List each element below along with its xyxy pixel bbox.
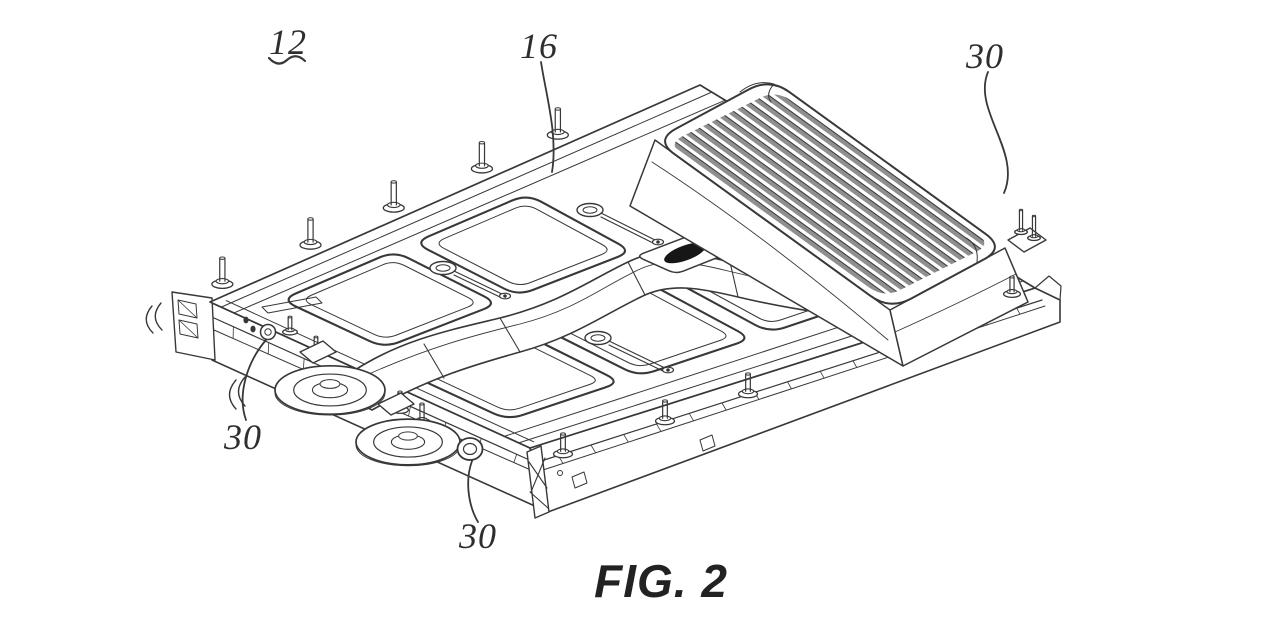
ribbed-cover xyxy=(629,82,1029,367)
ref-label-30-bottom: 30 xyxy=(459,516,497,556)
ref-label-16: 16 xyxy=(520,26,558,66)
figure-caption: FIG. 2 xyxy=(594,555,728,607)
reference-leaders xyxy=(241,55,1009,523)
leader-30-bottom xyxy=(467,460,479,523)
ref-label-12: 12 xyxy=(269,22,307,62)
ref-label-30-top-right: 30 xyxy=(966,36,1004,76)
ref-12-underline xyxy=(267,55,307,65)
ref-label-30-left: 30 xyxy=(224,417,262,457)
cooling-ribs xyxy=(674,94,985,294)
leader-30-top-right xyxy=(983,71,1009,194)
leader-30-left xyxy=(241,339,267,421)
leader-16 xyxy=(540,61,555,173)
isolator-mounts xyxy=(243,296,484,467)
